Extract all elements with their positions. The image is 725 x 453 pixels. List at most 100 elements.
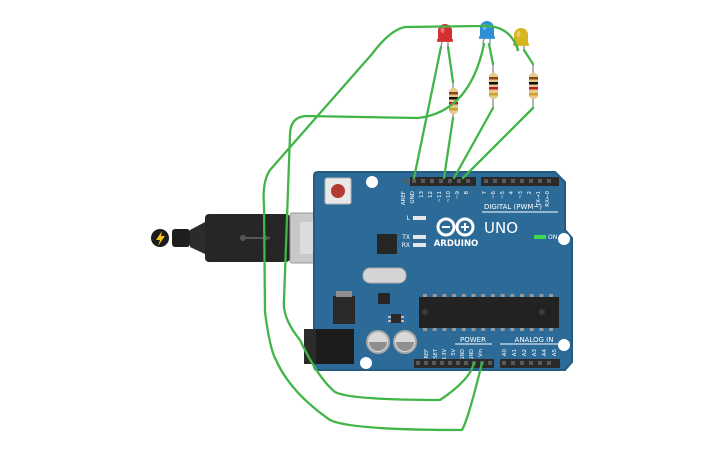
pin-socket[interactable] xyxy=(440,361,444,365)
rx-led xyxy=(413,243,426,247)
pin-socket[interactable] xyxy=(456,361,460,365)
wire-red-anode-resistor[interactable] xyxy=(446,45,455,84)
pin-label: A4 xyxy=(542,349,548,357)
pin-socket[interactable] xyxy=(511,361,515,365)
on-led-label: ON xyxy=(548,234,557,241)
pin-socket[interactable] xyxy=(432,361,436,365)
pin-socket[interactable] xyxy=(424,361,428,365)
dc-power-jack[interactable] xyxy=(304,329,354,364)
pin-label: AREF xyxy=(401,191,407,205)
pin-socket[interactable] xyxy=(547,179,551,183)
tx-led-label: TX xyxy=(401,234,410,241)
pin-label: ~5 xyxy=(500,191,506,200)
wire-blue-cathode-loop[interactable] xyxy=(282,42,486,402)
pin-socket[interactable] xyxy=(520,361,524,365)
pin-socket[interactable] xyxy=(547,361,551,365)
pin-label: 8 xyxy=(464,191,470,195)
wire-yellow-to-pin9[interactable] xyxy=(461,106,535,180)
lightning-icon xyxy=(151,229,169,247)
pin-socket[interactable] xyxy=(439,179,443,183)
mounting-hole xyxy=(558,339,570,351)
pin-socket[interactable] xyxy=(448,361,452,365)
small-chip xyxy=(378,293,390,304)
atmega-microcontroller xyxy=(419,294,559,331)
pin-label: Vin xyxy=(478,349,484,357)
on-led xyxy=(534,235,546,239)
transistor xyxy=(388,314,404,323)
wire-blue-anode-resistor[interactable] xyxy=(487,42,495,66)
led-yellow[interactable] xyxy=(513,28,529,52)
analog-pin-labels: A0 A1 A2 A3 A4 A5 xyxy=(502,349,558,357)
analog-label: ANALOG IN xyxy=(515,336,554,344)
pin-socket[interactable] xyxy=(538,361,542,365)
pin-socket[interactable] xyxy=(421,179,425,183)
digital-label: DIGITAL (PWM~) xyxy=(484,203,542,211)
pin-socket[interactable] xyxy=(403,179,407,183)
wire-red-to-pin11[interactable] xyxy=(442,116,455,180)
tx-led xyxy=(413,235,426,239)
pin-label: A2 xyxy=(522,349,528,356)
led-blue[interactable] xyxy=(479,21,495,45)
l-led xyxy=(413,216,426,220)
pin-socket[interactable] xyxy=(493,179,497,183)
pin-socket[interactable] xyxy=(488,361,492,365)
pin-label: 13 xyxy=(419,191,425,198)
digital-pin-sockets[interactable] xyxy=(403,179,551,183)
pin-label: GND xyxy=(460,349,466,361)
pin-socket[interactable] xyxy=(538,179,542,183)
resistor-2[interactable] xyxy=(489,64,498,108)
arduino-brand: ARDUINO xyxy=(434,239,479,249)
capacitor xyxy=(366,330,390,354)
pin-label: ~10 xyxy=(446,191,452,203)
pin-label: IOREF xyxy=(424,349,430,364)
usb-symbol-icon xyxy=(240,234,270,242)
pin-socket[interactable] xyxy=(529,361,533,365)
power-header xyxy=(414,359,494,368)
pin-socket[interactable] xyxy=(502,179,506,183)
pin-socket[interactable] xyxy=(511,179,515,183)
power-label: POWER xyxy=(460,336,486,344)
mounting-hole xyxy=(558,233,570,245)
pin-label: A5 xyxy=(552,349,558,357)
pin-socket[interactable] xyxy=(416,361,420,365)
pin-socket[interactable] xyxy=(464,361,468,365)
wire-yellow-cathode-loop[interactable] xyxy=(262,24,520,432)
pin-socket[interactable] xyxy=(502,361,506,365)
pin-label: TX→1 xyxy=(536,191,542,207)
pin-label: ~11 xyxy=(437,191,443,203)
wire-red-led-cathode[interactable] xyxy=(412,45,443,180)
pin-socket[interactable] xyxy=(520,179,524,183)
pin-label: 4 xyxy=(509,191,515,195)
pin-label: 12 xyxy=(428,191,434,198)
pin-label: A3 xyxy=(532,349,538,357)
pin-label: ~9 xyxy=(455,191,461,200)
pin-socket[interactable] xyxy=(448,179,452,183)
wire-yellow-anode-resistor[interactable] xyxy=(522,48,535,66)
wire-blue-to-pin10[interactable] xyxy=(452,106,495,180)
resistor-3[interactable] xyxy=(529,64,538,108)
pin-label: GND xyxy=(410,191,416,204)
reset-button[interactable] xyxy=(324,177,352,205)
rx-led-label: RX xyxy=(402,242,410,249)
pin-label: 5V xyxy=(451,348,457,355)
pin-label: 7 xyxy=(482,191,488,195)
pin-label: GND xyxy=(469,349,475,361)
pin-label: RX←0 xyxy=(545,191,551,207)
l-led-label: L xyxy=(407,215,411,222)
voltage-regulator xyxy=(333,291,355,324)
pin-socket[interactable] xyxy=(412,179,416,183)
pin-label: A0 xyxy=(502,349,508,357)
pin-socket[interactable] xyxy=(466,179,470,183)
pin-socket[interactable] xyxy=(430,179,434,183)
pin-socket[interactable] xyxy=(529,179,533,183)
usb-chip xyxy=(377,234,397,254)
pin-label: A1 xyxy=(512,349,518,356)
pin-socket[interactable] xyxy=(457,179,461,183)
pin-label: RESET xyxy=(433,348,439,365)
pin-label: 2 xyxy=(527,191,533,195)
pin-socket[interactable] xyxy=(484,179,488,183)
